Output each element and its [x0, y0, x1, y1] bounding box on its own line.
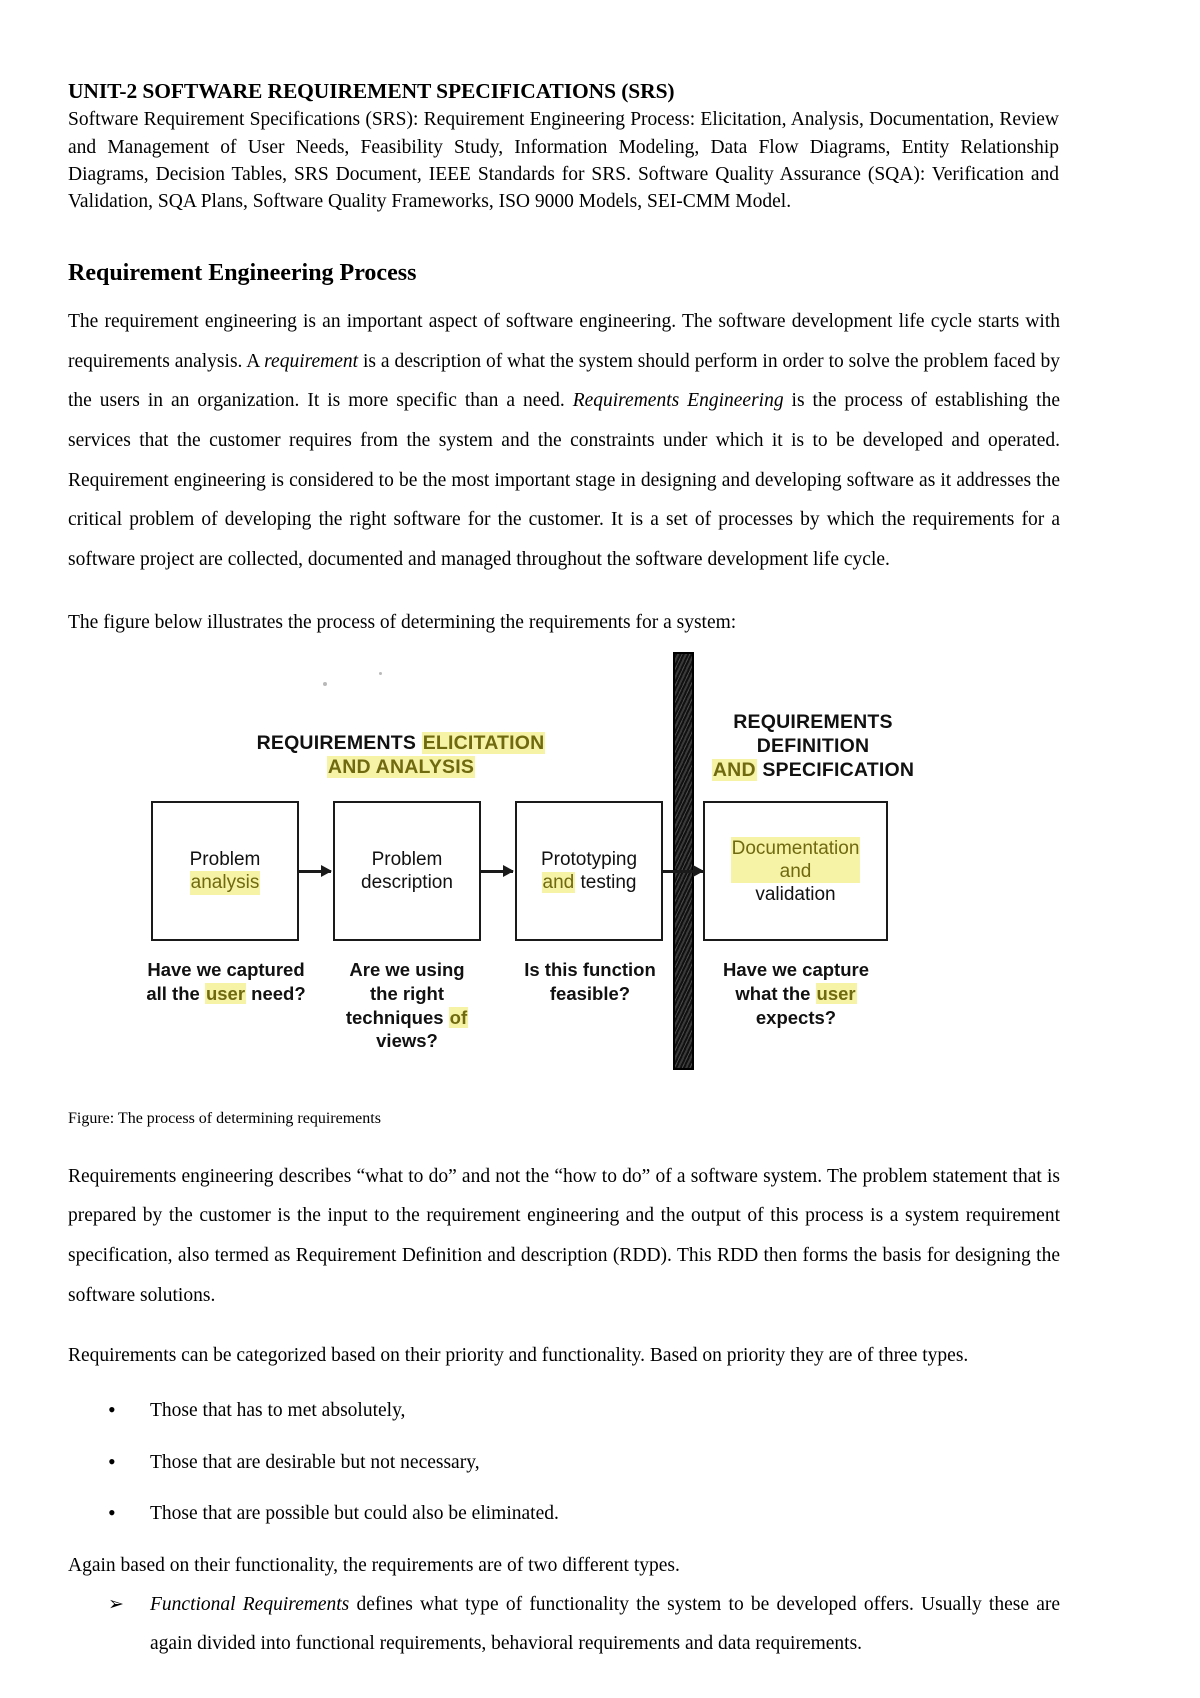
para1-italic-requirements-engineering: Requirements Engineering — [572, 390, 784, 412]
box4-line1: Documentation — [730, 836, 861, 860]
header-left-line2-highlight: AND ANALYSIS — [326, 756, 476, 779]
q1-line2-b: need? — [246, 983, 306, 1005]
box2-line2: description — [361, 872, 453, 894]
requirements-process-figure: REQUIREMENTS ELICITATION AND ANALYSIS RE… — [68, 652, 1078, 1086]
diagram-canvas: REQUIREMENTS ELICITATION AND ANALYSIS RE… — [143, 652, 943, 1086]
question-under-box4: Have we capture what the user expects? — [701, 958, 891, 1029]
process-box-prototyping-testing: Prototyping and testing — [515, 801, 663, 942]
scan-speck-icon — [379, 672, 382, 676]
process-box-problem-description: Problem description — [333, 801, 481, 942]
header-left-line1-plain: REQUIREMENTS — [256, 732, 422, 755]
para1-italic-requirement: requirement — [264, 350, 359, 372]
functional-requirements-rest: defines what type of functionality the s… — [150, 1593, 1060, 1654]
box1-line2: analysis — [189, 871, 261, 895]
diagram-header-right: REQUIREMENTS DEFINITION AND SPECIFICATIO… — [698, 711, 928, 782]
page-title: UNIT-2 SOFTWARE REQUIREMENT SPECIFICATIO… — [68, 79, 675, 103]
diagram-header-left: REQUIREMENTS ELICITATION AND ANALYSIS — [251, 732, 551, 780]
list-item: Functional Requirements defines what typ… — [108, 1585, 1060, 1663]
header-right-line3-plain: SPECIFICATION — [756, 759, 915, 781]
box3-line2-highlight: and — [541, 872, 576, 894]
question-under-box1: Have we captured all the user need? — [135, 958, 317, 1005]
q2-line3-highlight: of — [448, 1006, 469, 1028]
figure-lead-line: The figure below illustrates the process… — [68, 612, 737, 634]
arrow-box3-to-box4-icon — [663, 864, 704, 879]
header-right-line1: REQUIREMENTS — [733, 711, 893, 734]
figure-caption: Figure: The process of determining requi… — [68, 1110, 381, 1128]
q4-line2-a: what the — [735, 983, 816, 1005]
arrow-box1-to-box2-icon — [299, 864, 332, 879]
box3-line2-plain: testing — [575, 872, 637, 894]
header-left-line1-highlight: ELICITATION — [421, 732, 546, 755]
q1-line1: Have we captured — [147, 959, 305, 981]
syllabus-paragraph: Software Requirement Specifications (SRS… — [68, 109, 1059, 213]
q4-line1: Have we capture — [722, 959, 869, 981]
box4-line2: and — [730, 859, 861, 884]
body-paragraph-rdd: Requirements engineering describes “what… — [68, 1165, 1060, 1306]
section-heading: Requirement Engineering Process — [68, 260, 417, 287]
box2-line1: Problem — [371, 849, 443, 871]
q4-line2-highlight: user — [815, 983, 857, 1005]
q2-line1: Are we using — [349, 959, 465, 981]
process-box-problem-analysis: Problem analysis — [151, 801, 299, 942]
box4-line3: validation — [755, 884, 836, 906]
header-right-line2: DEFINITION — [756, 735, 870, 758]
para1-segment-2: is a description of what the system shou… — [68, 350, 1060, 412]
functionality-arrow-list: Functional Requirements defines what typ… — [68, 1585, 1060, 1663]
question-under-box3: Is this function feasible? — [505, 958, 675, 1005]
q1-line2-a: all the — [146, 983, 205, 1005]
list-item: Those that are desirable but not necessa… — [108, 1447, 1060, 1478]
functionality-lead-line: Again based on their functionality, the … — [68, 1555, 680, 1577]
box3-line1: Prototyping — [540, 849, 638, 871]
intro-body-paragraph: The requirement engineering is an import… — [68, 302, 1060, 579]
q4-line3: expects? — [755, 1006, 837, 1028]
q2-line3-a: techniques — [345, 1006, 449, 1028]
q3-line1: Is this function — [524, 959, 656, 981]
body-paragraph-categories: Requirements can be categorized based on… — [68, 1345, 969, 1367]
para1-segment-3: is the process of establishing the servi… — [68, 390, 1060, 570]
phase-divider-bar — [673, 652, 694, 1071]
box1-line1: Problem — [189, 849, 261, 871]
header-right-line3-highlight: AND — [711, 759, 757, 781]
list-item: Those that has to met absolutely, — [108, 1395, 1060, 1426]
q2-line2: the right — [370, 983, 444, 1005]
arrow-box2-to-box3-icon — [481, 864, 514, 879]
process-box-documentation-validation: Documentation and validation — [703, 801, 888, 942]
list-item: Those that are possible but could also b… — [108, 1498, 1060, 1529]
para1-segment-1: The requirement engineering is an import… — [68, 311, 1060, 372]
priority-bullet-list: Those that has to met absolutely, Those … — [68, 1395, 1060, 1529]
scan-speck-icon — [323, 682, 327, 687]
q2-line4: views? — [376, 1030, 438, 1052]
functional-requirements-italic: Functional Requirements — [150, 1593, 350, 1615]
question-under-box2: Are we using the right techniques of vie… — [325, 958, 489, 1053]
q3-line2: feasible? — [549, 983, 631, 1005]
q1-line2-highlight: user — [204, 983, 247, 1005]
